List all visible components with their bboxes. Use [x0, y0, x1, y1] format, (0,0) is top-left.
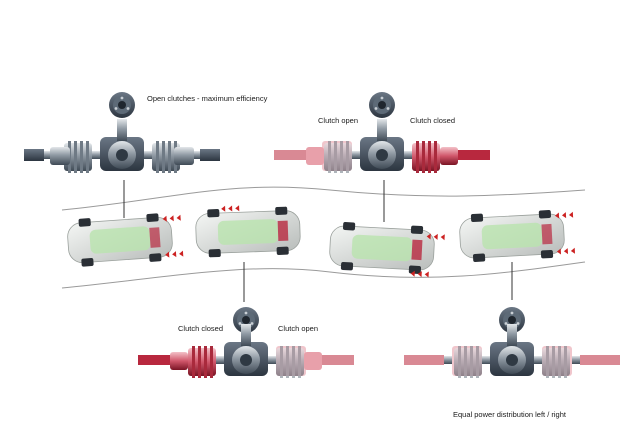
car-1 — [67, 213, 184, 267]
differential-unit-bottom-left — [138, 307, 354, 378]
label-clutch-open-bottom: Clutch open — [278, 324, 319, 333]
car-4 — [459, 209, 576, 263]
differential-unit-bottom-right — [404, 307, 620, 378]
label-clutch-closed-top: Clutch closed — [410, 116, 456, 125]
differential-unit-top-left — [24, 92, 220, 173]
label-open-clutches: Open clutches - maximum efficiency — [147, 94, 268, 103]
road-lower-edge — [61, 261, 586, 289]
label-clutch-open-top: Clutch open — [318, 116, 359, 125]
car-2 — [195, 205, 301, 258]
road-upper-edge — [61, 186, 586, 211]
car-3 — [329, 221, 445, 278]
label-clutch-closed-bottom: Clutch closed — [178, 324, 224, 333]
differential-unit-top-right — [274, 92, 490, 173]
label-equal-distribution: Equal power distribution left / right — [453, 410, 566, 419]
